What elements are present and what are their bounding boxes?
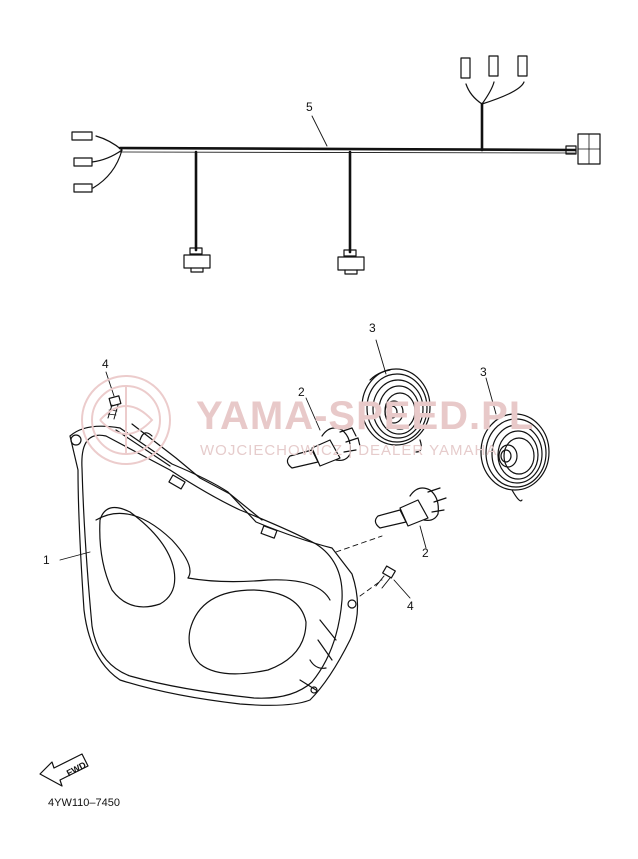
socket-cover-left: [361, 368, 431, 453]
headlight-assembly: [69, 423, 359, 706]
callout-screw-upper: 4: [102, 357, 109, 371]
callout-screw-lower: 4: [407, 599, 414, 613]
callout-harness: 5: [306, 100, 313, 114]
callout-socket-cover-right: 3: [480, 365, 487, 379]
bulb-lower: [374, 487, 447, 529]
watermark-logo: [81, 375, 171, 465]
callout-leaders: [59, 339, 497, 599]
bulb-upper: [286, 427, 361, 469]
callout-bulb-upper: 2: [298, 385, 305, 399]
socket-cover-right: [480, 413, 550, 502]
watermark-title: YAMA-SPEED.PL: [196, 394, 535, 438]
fwd-arrow: [39, 753, 89, 787]
watermark-subtitle: WOJCIECHOWICZ | DEALER YAMAHA: [200, 442, 498, 459]
screw-lower: [375, 565, 396, 589]
callout-headlight: 1: [43, 553, 50, 567]
callout-bulb-lower: 2: [422, 546, 429, 560]
drawing-code: 4YW110–7450: [48, 797, 120, 809]
callout-socket-cover-left: 3: [369, 321, 376, 335]
wire-harness: [71, 55, 601, 275]
